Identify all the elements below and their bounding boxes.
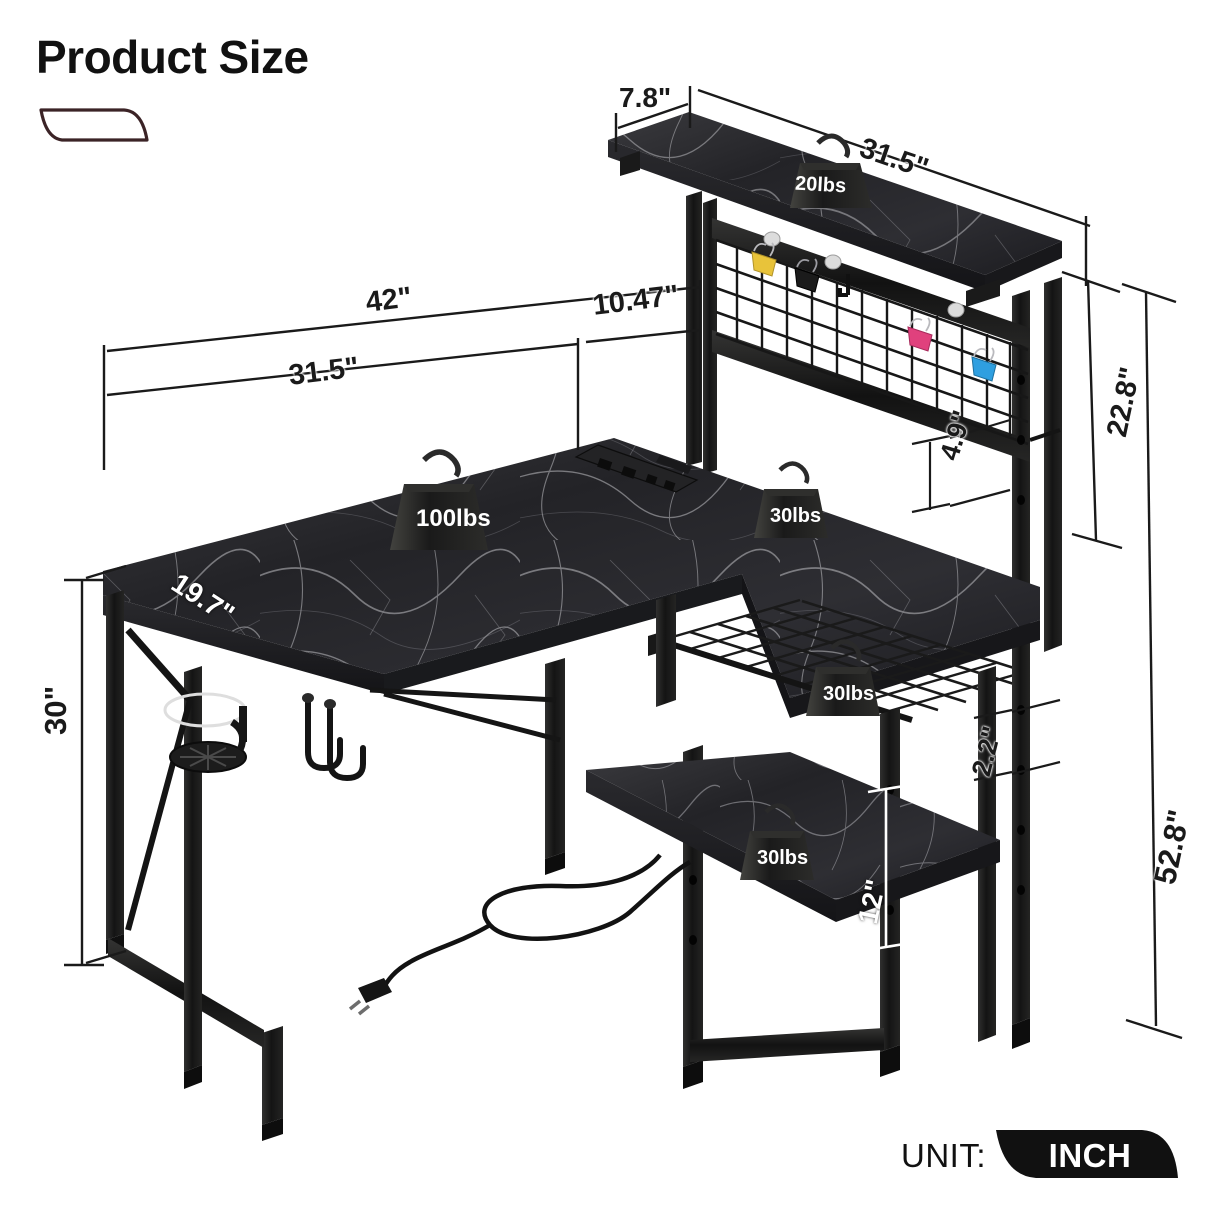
hutch-lower-rails: [1029, 428, 1061, 442]
unit-badge: UNIT: INCH: [901, 1126, 1182, 1186]
weight-label-30lbs-mesh: 30lbs: [823, 683, 875, 705]
dimension-label-top-shelf-depth: 7.8": [619, 82, 672, 113]
power-strip: [574, 444, 699, 493]
weight-block-30lbs-mesh: [806, 639, 880, 716]
hutch-frame: [686, 191, 1062, 667]
binder-clip-black: [794, 258, 820, 293]
unit-label: UNIT:: [901, 1137, 986, 1174]
dimension-label-desk-height: 30": [38, 685, 73, 735]
title-swoosh-decoration: [39, 108, 149, 142]
cup-holder: [163, 692, 247, 773]
desktop-surface: [103, 438, 1040, 718]
weight-label-30lbs-bottom: 30lbs: [757, 847, 809, 869]
dimension-label-desk-total-width: 42": [364, 281, 414, 319]
unit-badge-swoosh: [996, 1130, 1178, 1178]
weight-label-100lbs: 100lbs: [416, 505, 491, 532]
dimension-lines: [64, 86, 1183, 1040]
binder-clip-yellow: [751, 242, 777, 277]
power-plug: [348, 978, 392, 1016]
binder-clip-blue: [971, 347, 997, 382]
headphone-hooks: [302, 693, 366, 782]
weight-block-30lbs-return: [754, 461, 828, 538]
unit-value-badge: INCH: [992, 1126, 1182, 1186]
weight-block-20lbs: [790, 133, 872, 208]
binder-clip-pink: [907, 317, 933, 352]
mesh-pegboard: [712, 218, 1030, 462]
power-cord: [380, 853, 692, 992]
weight-label-30lbs-return: 30lbs: [770, 505, 822, 527]
weight-block-30lbs-bottom: [740, 803, 814, 880]
unit-value: INCH: [1048, 1137, 1132, 1174]
weight-block-100lbs: [390, 449, 488, 550]
bottom-shelf: [586, 752, 1000, 922]
weight-label-20lbs: 20lbs: [794, 172, 847, 198]
page-title: Product Size: [36, 31, 309, 83]
